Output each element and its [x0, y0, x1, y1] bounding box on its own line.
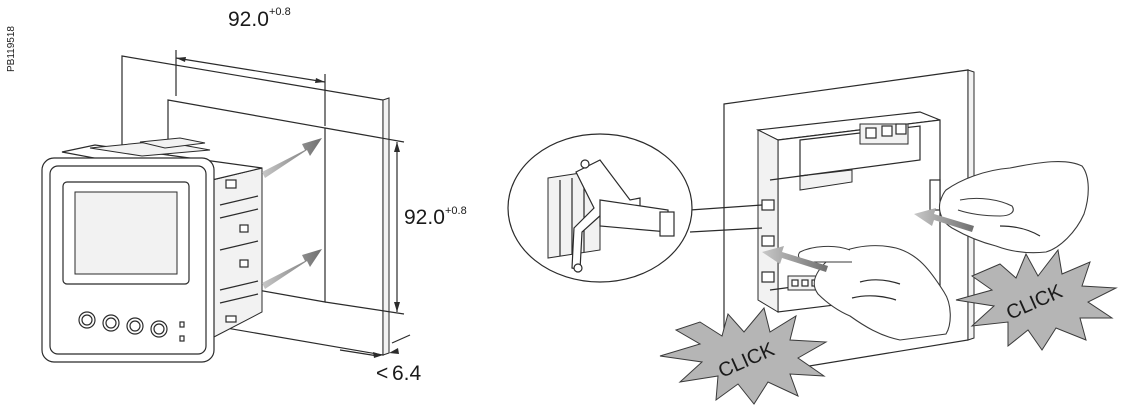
clip-detail-zoom [507, 133, 693, 283]
zoom-leader [689, 204, 763, 211]
led-indicator [179, 321, 185, 328]
insertion-arrow [762, 246, 828, 272]
svg-text:92.0: 92.0 [228, 8, 269, 31]
svg-text:+0.8: +0.8 [269, 6, 291, 18]
power-meter-front [41, 157, 215, 363]
height-dimension [324, 127, 405, 315]
led-indicator [179, 335, 185, 342]
svg-text:+0.8: +0.8 [445, 205, 467, 217]
click-burst-right: CLICK [955, 248, 1118, 351]
right-illustration: CLICK CLICK [507, 69, 1118, 405]
hand-left [797, 245, 951, 341]
meter-buttons [78, 311, 168, 338]
insertion-arrow [262, 138, 322, 178]
panel-edge [382, 97, 390, 356]
svg-text:6.4: 6.4 [392, 362, 422, 385]
thickness-dimension [339, 334, 411, 358]
insertion-arrow [914, 208, 974, 232]
document-code: PB119518 [6, 26, 17, 72]
zoom-leader [689, 227, 763, 233]
hand-right [938, 161, 1089, 254]
thickness-dimension-label: < 6.4 [376, 362, 422, 385]
svg-text:<: < [376, 362, 388, 385]
left-illustration [41, 50, 411, 363]
height-dimension-label: 92.0 +0.8 [404, 205, 467, 229]
svg-text:92.0: 92.0 [404, 206, 445, 229]
meter-display [74, 191, 178, 275]
meter-side [211, 167, 263, 339]
insertion-arrow [262, 249, 322, 289]
width-dimension-label: 92.0 +0.8 [228, 6, 291, 31]
click-burst-left: CLICK [659, 306, 828, 405]
width-dimension [175, 50, 326, 126]
